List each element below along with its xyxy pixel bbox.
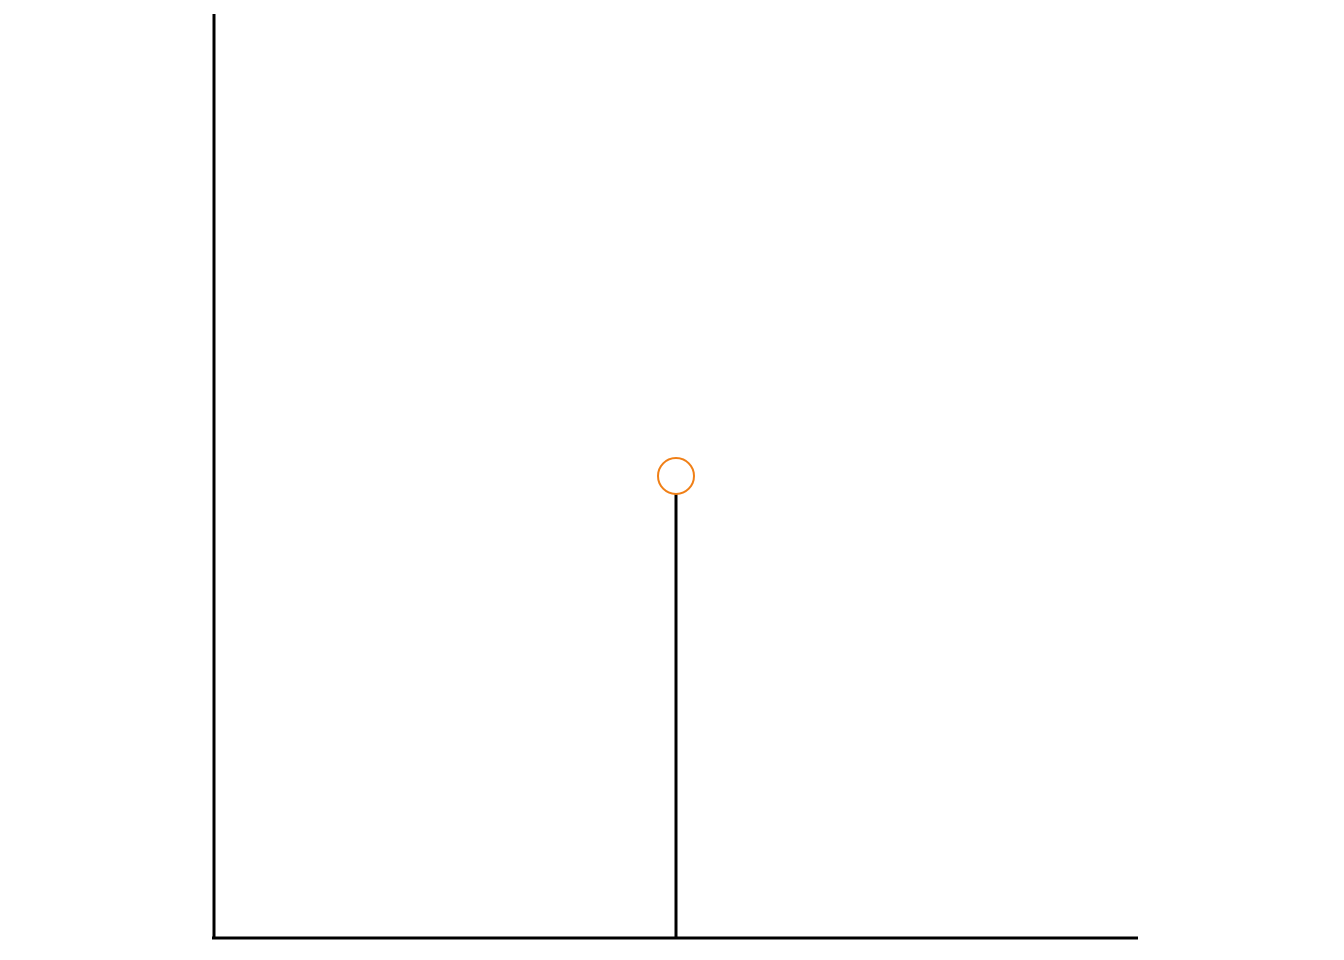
data-marks	[657, 457, 695, 938]
stem-marker	[657, 457, 695, 495]
